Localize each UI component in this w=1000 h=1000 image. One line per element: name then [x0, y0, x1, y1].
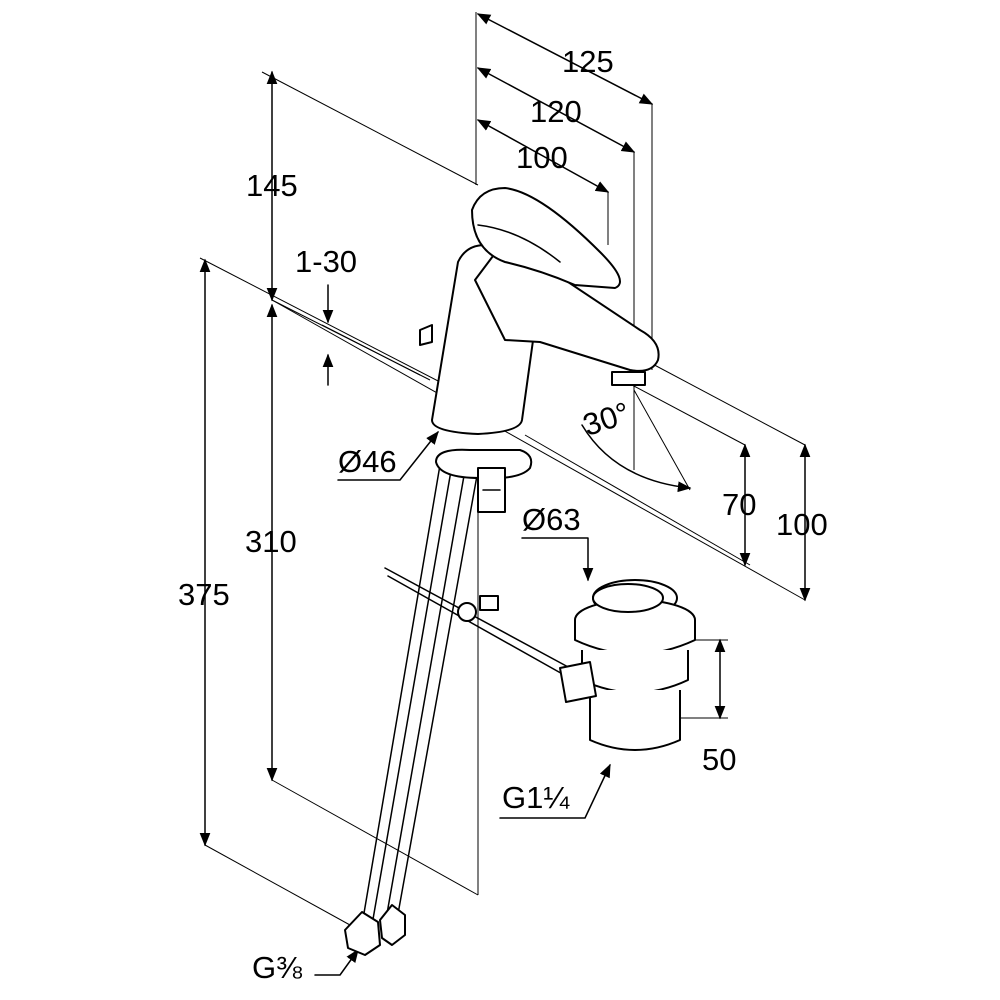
thread-g3-8-label: G⅜	[252, 950, 302, 985]
popup-linkage	[384, 567, 571, 677]
dim-50-label: 50	[702, 742, 736, 777]
dim-100-top-label: 100	[516, 140, 568, 175]
dim-70-label: 70	[722, 487, 756, 522]
dim-125-label: 125	[562, 44, 614, 79]
dim-120-label: 120	[530, 94, 582, 129]
dim-diameter-63-label: Ø63	[522, 502, 581, 537]
dim-1-30-label: 1-30	[295, 244, 357, 279]
dimension-labels: 125 120 100 145 1-30 375 310 Ø46 Ø63 30°…	[178, 44, 828, 985]
dim-100-side-label: 100	[776, 507, 828, 542]
dimension-lines	[199, 12, 811, 976]
faucet-body	[344, 187, 660, 956]
drain-valve	[559, 579, 696, 751]
thread-g1-1-4-label: G1¼	[502, 780, 570, 815]
dim-line-100-top	[476, 119, 610, 193]
angle-arc-30	[581, 424, 692, 493]
dim-145-label: 145	[246, 168, 298, 203]
dim-310-label: 310	[245, 524, 297, 559]
angle-30-label: 30°	[579, 395, 634, 443]
dim-375-label: 375	[178, 577, 230, 612]
dim-diameter-46-label: Ø46	[338, 444, 397, 479]
